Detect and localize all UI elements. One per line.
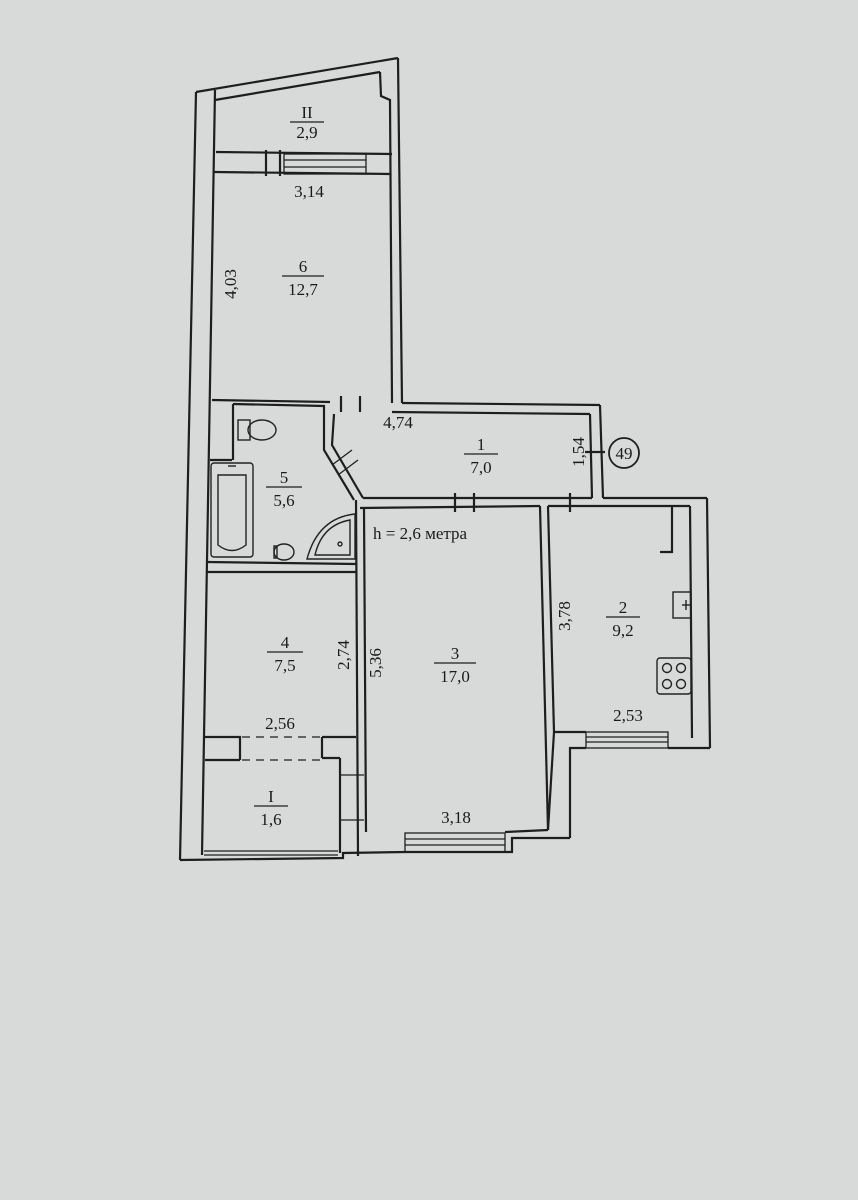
room-2-num: 2 (619, 598, 628, 617)
window-loggia-bottom (204, 850, 338, 856)
window-kitchen-bottom (585, 731, 669, 749)
room-5-area: 5,6 (273, 491, 294, 510)
room-labels: II 2,9 6 12,7 1 7,0 5 5,6 4 7,5 3 17,0 2… (254, 103, 640, 829)
bathtub-icon (210, 462, 254, 558)
room-I-num: I (268, 787, 274, 806)
room-3-num: 3 (451, 644, 460, 663)
apartment-number: 49 (616, 444, 633, 463)
dim-kitchen-width: 2,53 (613, 706, 643, 725)
room-2-area: 9,2 (612, 621, 633, 640)
room-6-num: 6 (299, 257, 308, 276)
dim-room4-depth: 2,74 (334, 640, 353, 670)
dim-room4-width: 2,56 (265, 714, 295, 733)
shower-icon (306, 513, 356, 560)
room-5-num: 5 (280, 468, 289, 487)
sink-icon (273, 543, 295, 561)
door-marks (242, 396, 605, 761)
room-4-area: 7,5 (274, 656, 295, 675)
dim-hall-depth: 1,54 (569, 437, 588, 467)
toilet-icon (237, 419, 277, 441)
stove-icon (656, 657, 692, 695)
window-room6-top (264, 150, 367, 176)
dim-room3-length: 5,36 (366, 648, 385, 678)
kitchen-notch (660, 506, 674, 554)
windows (204, 150, 669, 856)
room-4-num: 4 (281, 633, 290, 652)
room-1-area: 7,0 (470, 458, 491, 477)
room-II-area: 2,9 (296, 123, 317, 142)
dimension-labels: 3,14 4,03 4,74 1,54 3,78 2,53 2,74 2,56 … (221, 182, 643, 827)
dim-hall-width: 4,74 (383, 413, 413, 432)
room-I-area: 1,6 (260, 810, 281, 829)
apartment-number-badge: 49 (608, 437, 640, 469)
room-1-num: 1 (477, 435, 486, 454)
outer-walls (178, 56, 712, 862)
window-room3-bottom (404, 832, 506, 853)
kitchen-sink-icon (672, 591, 692, 619)
room-II-num: II (301, 103, 313, 122)
dim-room3-width: 3,18 (441, 808, 471, 827)
room-3-area: 17,0 (440, 667, 470, 686)
dim-room6-length: 4,03 (221, 269, 240, 299)
room-6-area: 12,7 (288, 280, 318, 299)
dim-kitchen-length: 3,78 (555, 601, 574, 631)
ceiling-height: h = 2,6 метра (373, 524, 468, 543)
dim-room6-width: 3,14 (294, 182, 324, 201)
